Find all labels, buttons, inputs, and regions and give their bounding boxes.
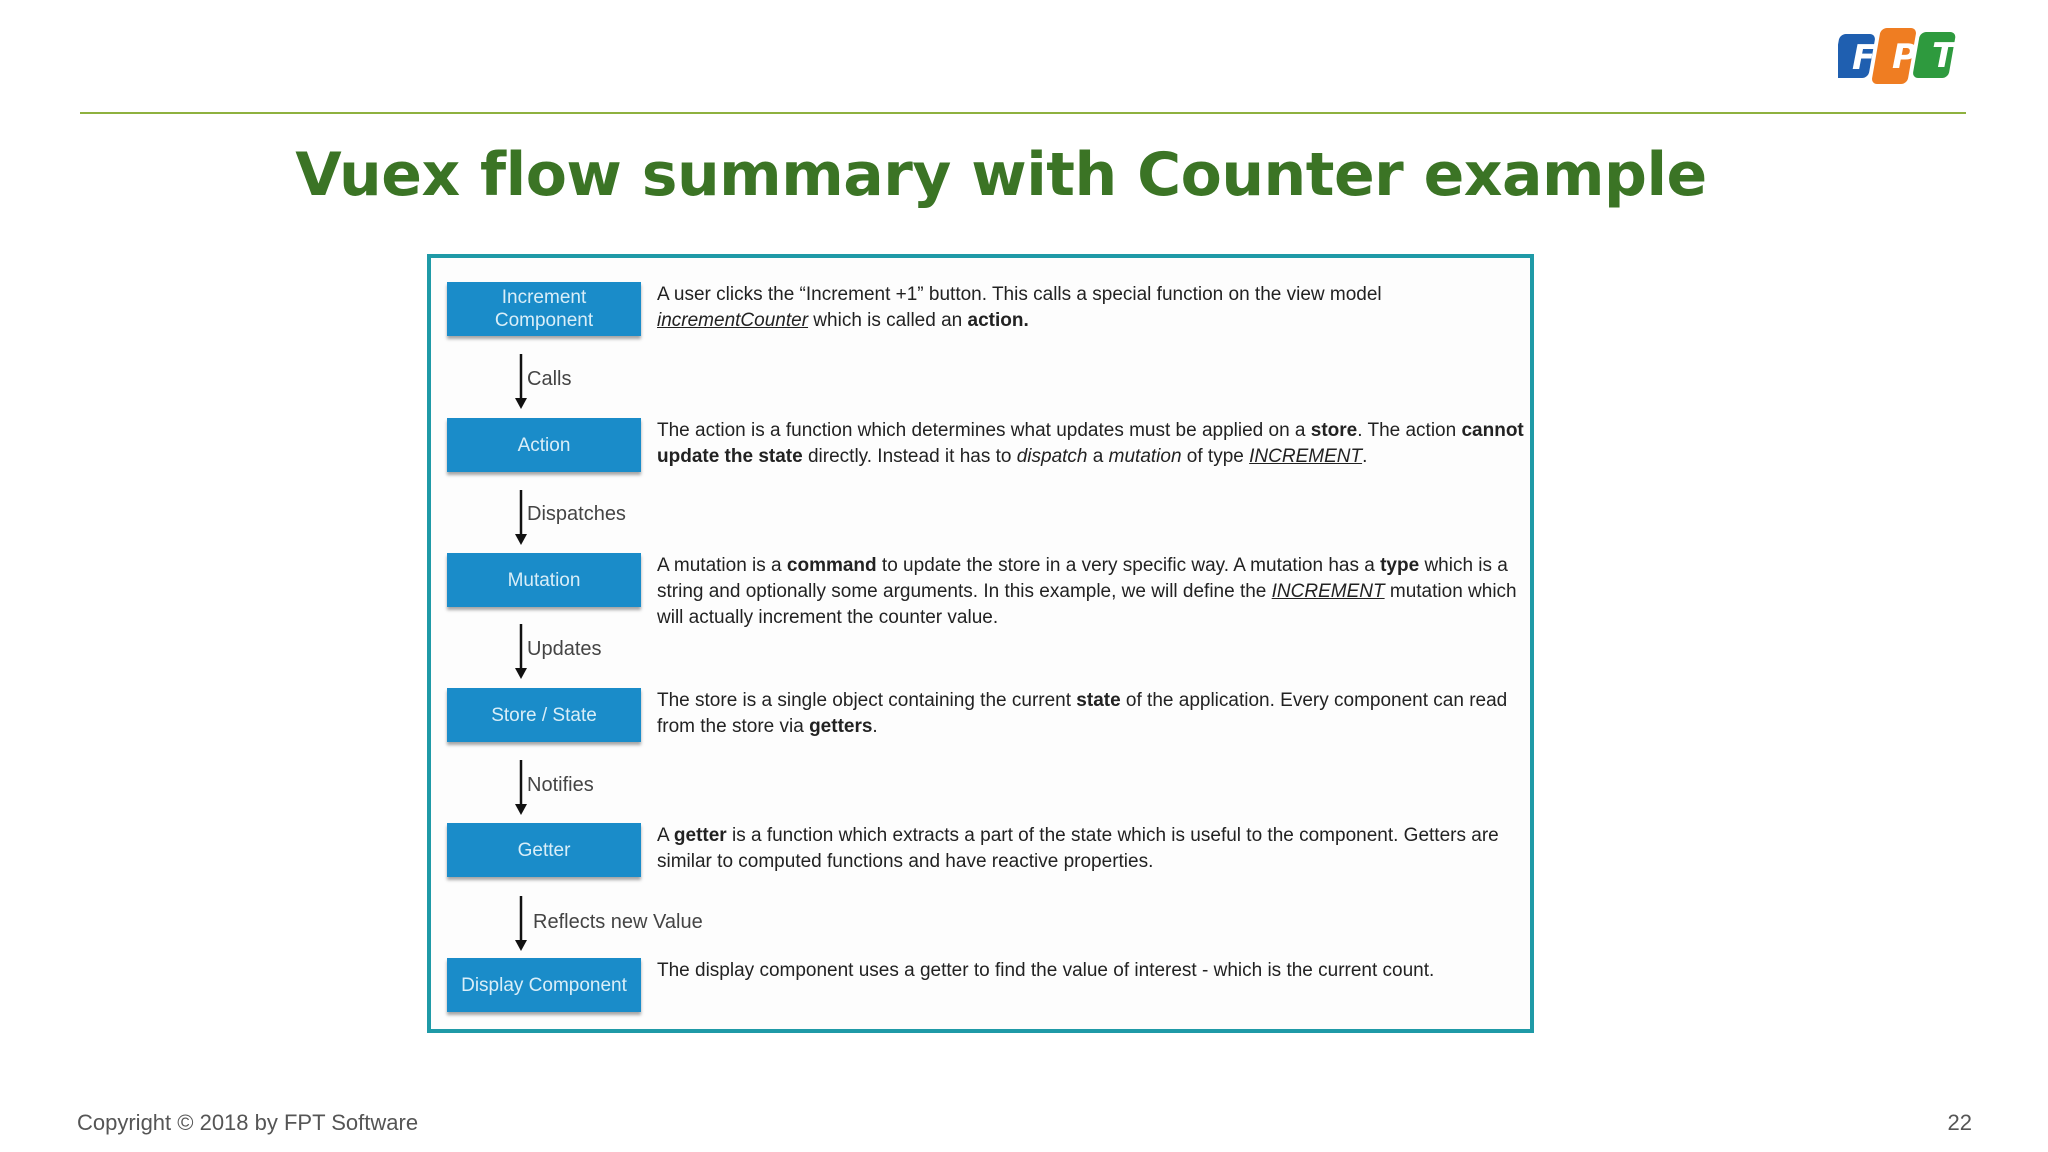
footer-copyright: Copyright © 2018 by FPT Software xyxy=(77,1110,419,1135)
fpt-logo: F P T xyxy=(1838,28,1958,84)
step-box-store-state: Store / State xyxy=(447,688,641,742)
step-description-increment: A user clicks the “Increment +1” button.… xyxy=(657,284,1382,331)
step-box-increment-component: Increment Component xyxy=(447,282,641,336)
arrow-down-icon xyxy=(515,624,527,679)
step-box-display-component: Display Component xyxy=(447,958,641,1012)
arrow-down-icon xyxy=(515,760,527,815)
logo-letter-f: F xyxy=(1852,38,1875,78)
step-box-getter: Getter xyxy=(447,823,641,877)
arrow-down-icon xyxy=(515,896,527,951)
page-number: 22 xyxy=(1947,1110,1972,1135)
step-description-action: The action is a function which determine… xyxy=(657,420,1524,467)
arrow-label-calls: Calls xyxy=(527,368,572,390)
step-box-mutation: Mutation xyxy=(447,553,641,607)
arrow-down-icon xyxy=(515,354,527,409)
logo-letter-t: T xyxy=(1932,36,1958,76)
logo-letter-p: P xyxy=(1892,37,1917,77)
vuex-flow-diagram: Increment Component Action Mutation Stor… xyxy=(427,254,1534,1033)
header-divider xyxy=(80,112,1966,114)
step-box-action: Action xyxy=(447,418,641,472)
arrow-down-icon xyxy=(515,490,527,545)
arrow-label-dispatches: Dispatches xyxy=(527,503,626,525)
arrow-label-notifies: Notifies xyxy=(527,774,594,796)
step-description-mutation: A mutation is a command to update the st… xyxy=(657,555,1517,628)
slide-title: Vuex flow summary with Counter example xyxy=(295,140,1707,210)
step-description-store: The store is a single object containing … xyxy=(657,690,1508,737)
step-description-display: The display component uses a getter to f… xyxy=(657,960,1435,981)
arrow-label-reflects-new-value: Reflects new Value xyxy=(533,911,703,933)
step-description-getter: A getter is a function which extracts a … xyxy=(657,825,1499,872)
arrow-label-updates: Updates xyxy=(527,638,602,660)
